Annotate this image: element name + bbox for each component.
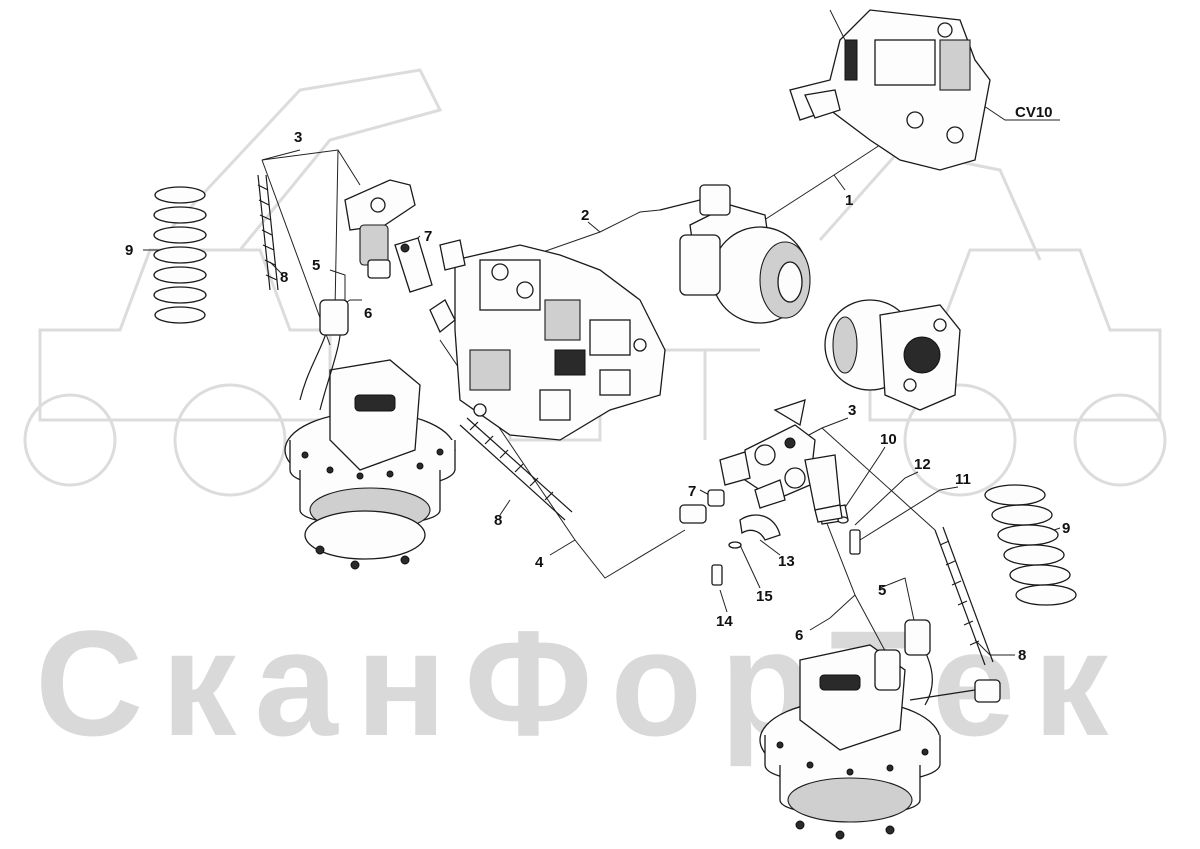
- callout-cv10: CV10: [1015, 104, 1053, 121]
- leader-lines: [143, 99, 1061, 661]
- callout-11: 11: [955, 471, 971, 488]
- spiral-guard-8-right: [934, 526, 994, 666]
- callout-9: 9: [125, 242, 133, 259]
- callout-10: 10: [880, 431, 897, 448]
- callout-2: 2: [581, 207, 589, 224]
- callout-15: 15: [756, 588, 773, 605]
- spiral-guard-8-center: [459, 417, 573, 521]
- callouts: 1 2 3 3 4 5 5 6 6 7 7 8 8 8 9 9 10 11 12…: [125, 104, 1070, 664]
- callout-5: 5: [878, 582, 886, 599]
- track-drive-motor-right: [759, 619, 1001, 840]
- hydraulic-motor-top: [659, 184, 811, 324]
- callout-7: 7: [424, 228, 432, 245]
- bracket-assembly-right: [719, 399, 849, 525]
- callout-9: 9: [1062, 520, 1070, 537]
- spiral-wrap-9-left: [153, 186, 207, 324]
- callout-8: 8: [280, 269, 288, 286]
- watermark-text: СканФорТек: [35, 599, 1126, 767]
- callout-6: 6: [364, 305, 372, 322]
- bracket-assembly-left: [344, 179, 433, 293]
- fitting-7-right: [679, 489, 725, 524]
- clamp-13: [739, 514, 781, 541]
- callout-3: 3: [294, 129, 302, 146]
- bolt-11: [849, 529, 861, 555]
- callout-5: 5: [312, 257, 320, 274]
- bolt-14: [711, 564, 723, 586]
- plate-10: [814, 504, 843, 523]
- hydraulic-motor-right: [824, 299, 961, 411]
- callout-7: 7: [688, 483, 696, 500]
- bolt-ring: [301, 448, 444, 570]
- central-valve-block: [429, 239, 666, 441]
- spiral-wrap-9-right: [984, 484, 1077, 606]
- callout-12: 12: [914, 456, 931, 473]
- callout-4: 4: [535, 554, 544, 571]
- callout-1: 1: [845, 192, 853, 209]
- track-drive-motor-left: [284, 299, 456, 570]
- callout-8: 8: [1018, 647, 1026, 664]
- callout-14: 14: [716, 613, 733, 630]
- callout-13: 13: [778, 553, 795, 570]
- washer-15: [728, 541, 742, 549]
- control-valve-cv10: [789, 9, 991, 171]
- spiral-guard-8-left: [257, 174, 279, 291]
- callout-3: 3: [848, 402, 856, 419]
- callout-6: 6: [795, 627, 803, 644]
- bolt-ring-right: [776, 741, 929, 840]
- callout-8: 8: [494, 512, 502, 529]
